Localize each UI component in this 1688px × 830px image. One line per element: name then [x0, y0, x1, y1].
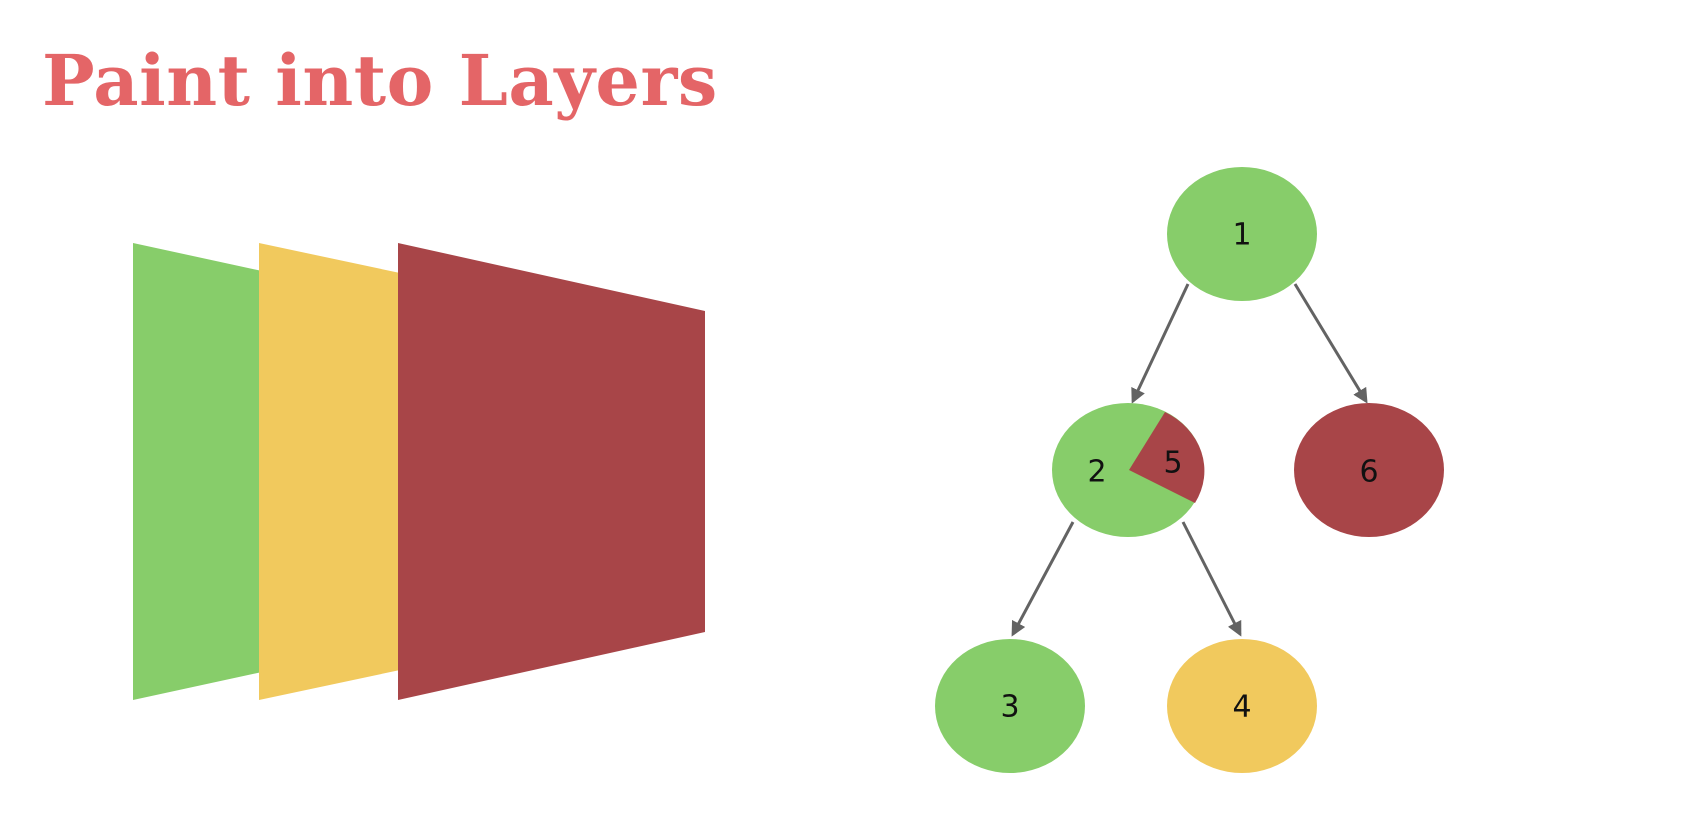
node-4: 4: [1167, 639, 1317, 773]
node-3-circle: [935, 639, 1085, 773]
tree-nodes: 1 2 5 6 3 4: [935, 167, 1444, 773]
node-1-circle: [1167, 167, 1317, 301]
node-4-circle: [1167, 639, 1317, 773]
node-6: 6: [1294, 403, 1444, 537]
node-1-label: 1: [1232, 218, 1251, 253]
node-3: 3: [935, 639, 1085, 773]
slide-title: Paint into Layers: [42, 39, 718, 122]
green-layer: [133, 243, 262, 700]
node-2-label: 2: [1087, 455, 1106, 490]
edge-2-3: [1011, 521, 1075, 637]
node-5-label: 5: [1163, 446, 1182, 481]
yellow-layer: [259, 243, 400, 700]
node-1: 1: [1167, 167, 1317, 301]
red-layer: [398, 243, 705, 700]
tree-edges: [1011, 283, 1368, 637]
node-4-label: 4: [1232, 690, 1251, 725]
edge-2-4: [1181, 521, 1242, 637]
node-6-circle: [1294, 403, 1444, 537]
node-5-wedge: [1129, 412, 1205, 503]
node-2: 2 5: [1052, 403, 1205, 537]
edge-1-2: [1131, 283, 1190, 404]
node-6-label: 6: [1359, 455, 1378, 490]
layer-stack: [133, 243, 705, 700]
node-3-label: 3: [1000, 690, 1019, 725]
edge-1-6: [1293, 283, 1368, 404]
